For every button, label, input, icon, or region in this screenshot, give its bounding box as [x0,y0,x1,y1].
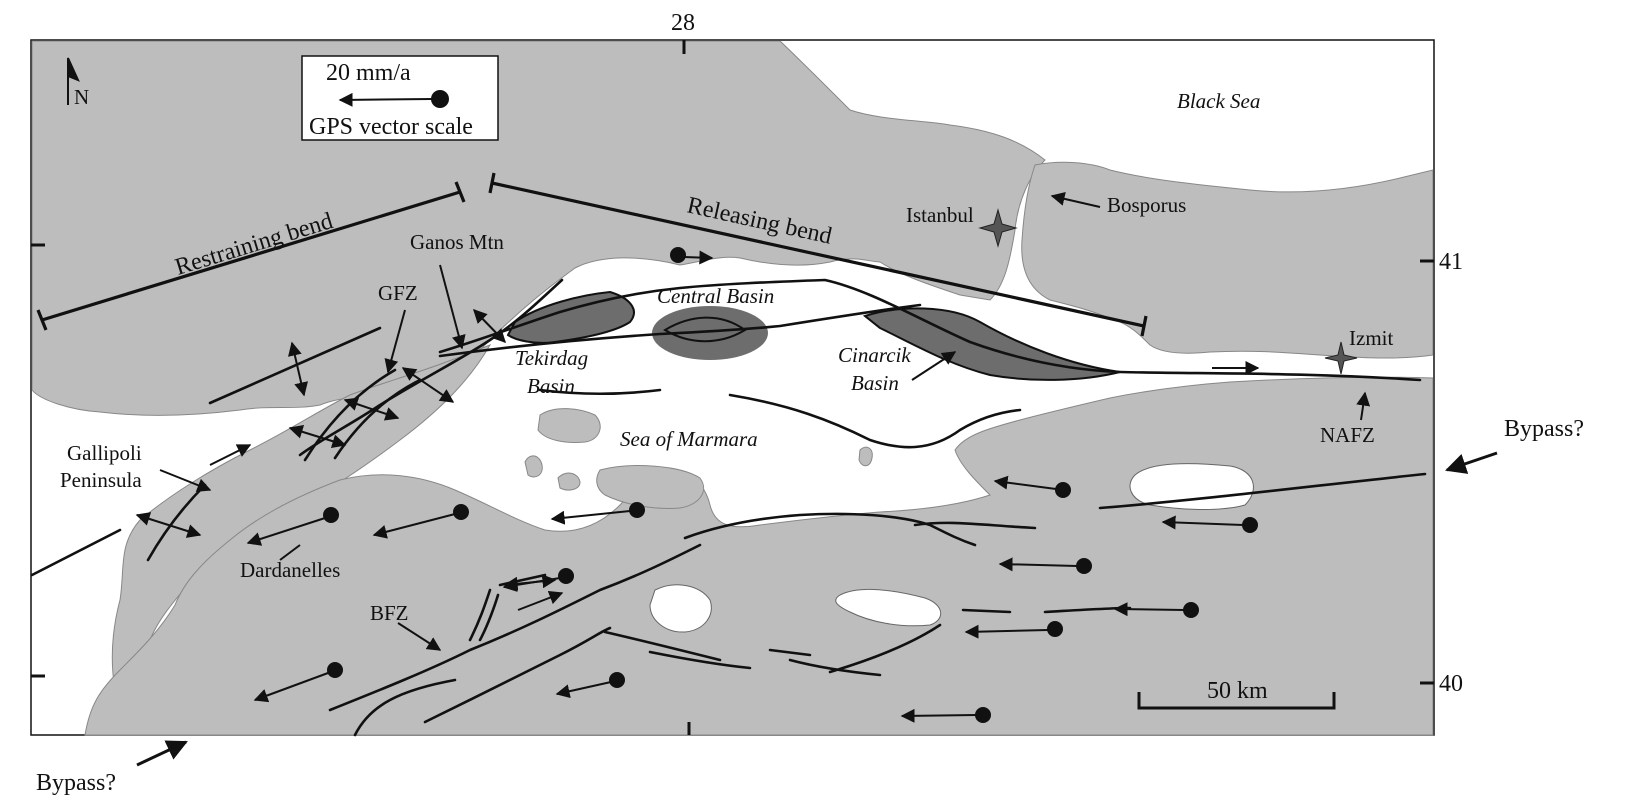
cinarcik-basin-label-line1: Cinarcik [838,343,911,367]
gps-vector [998,557,1092,574]
izmit-label: Izmit [1349,326,1393,350]
longitude-28-label: 28 [671,10,695,36]
distance-scale-bar: 50 km [1137,678,1336,710]
gfz-pointer [384,309,406,374]
gps-vector [993,475,1071,498]
gps-vectors [246,247,1258,723]
bosporus-label: Bosporus [1107,193,1186,217]
izmit-star-icon [1324,341,1358,375]
gps-scale-speed: 20 mm/a [326,60,411,86]
istanbul-star-icon [978,208,1018,248]
fault-west-offshore [30,528,122,577]
peninsula-kapidag [596,465,705,509]
bypass-sw-label: Bypass? [36,770,116,796]
gps-vector [372,504,469,539]
cinarcik-basin-label-line2: Basin [851,371,899,395]
tekirdag-basin-fill [506,290,635,344]
nafz-label: NAFZ [1320,423,1375,447]
fault-bfz [328,543,702,712]
land-thrace [31,40,1046,416]
bypass-east-arrow [1445,451,1498,474]
central-basin-fill [652,306,768,360]
gps-vector [502,568,574,592]
svg-text:N: N [74,85,89,109]
gps-vector [1161,515,1258,533]
island-small-1 [524,455,543,478]
lake-uluabat [835,588,942,627]
latitude-41-label: 41 [1439,249,1463,275]
gallipoli-slip-arrow [209,444,252,466]
svg-text:50 km: 50 km [1207,678,1268,704]
gps-vector [900,707,991,723]
island-small-2 [557,472,581,491]
bfz-pointer [397,622,442,651]
north-arrow-icon: N [67,57,89,109]
land-kocaeli [1021,161,1434,359]
gallipoli-label-line1: Gallipoli [67,441,142,465]
fault-southern-strand [683,472,1427,547]
lake-manyas [649,584,712,633]
gps-scale-legend: 20 mm/a GPS vector scale [301,55,499,141]
gfz-label: GFZ [378,281,418,305]
bypass-sw-arrow [136,740,188,767]
tekirdag-basin-label-line2: Basin [527,374,575,398]
black-sea-label: Black Sea [1177,89,1260,113]
gallipoli-label-line2: Peninsula [60,468,142,492]
gps-vector [555,672,625,699]
dardanelles-label: Dardanelles [240,558,340,582]
releasing-bend-bracket [488,172,1148,337]
sea-of-marmara-label: Sea of Marmara [620,427,758,451]
fault-marmara-south-1 [538,388,1022,449]
bosporus-pointer [1050,191,1101,208]
gps-vector [253,662,343,703]
island-marmara [537,408,601,443]
central-basin-label: Central Basin [657,284,774,308]
istanbul-label: Istanbul [906,203,974,227]
ganos-pointer [439,264,466,350]
bypass-east-label: Bypass? [1504,416,1584,442]
bfz-label: BFZ [370,601,409,625]
gallipoli-pointer [159,469,212,492]
ganos-mtn-label: Ganos Mtn [410,230,504,254]
island-small-3 [858,446,873,467]
fault-central-strand [438,303,922,358]
nafz-pointer [1356,391,1371,421]
gps-vector [1113,602,1199,618]
restraining-bend-bracket [36,181,466,331]
fault-south-segments [603,606,1132,677]
fault-bfz-2 [353,626,612,737]
gps-vector [246,507,339,546]
gps-vector [550,502,645,525]
graticule-ticks [31,40,1434,735]
latitude-40-label: 40 [1439,671,1463,697]
gps-scale-caption: GPS vector scale [309,114,473,140]
gps-vector [964,621,1063,639]
gps-vector [670,247,714,265]
lake-iznik [1129,463,1254,510]
dardanelles-pointer [279,544,301,561]
tekirdag-basin-label-line1: Tekirdag [515,346,588,370]
cinarcik-pointer [911,351,957,381]
fault-northern-strand [438,278,1422,382]
